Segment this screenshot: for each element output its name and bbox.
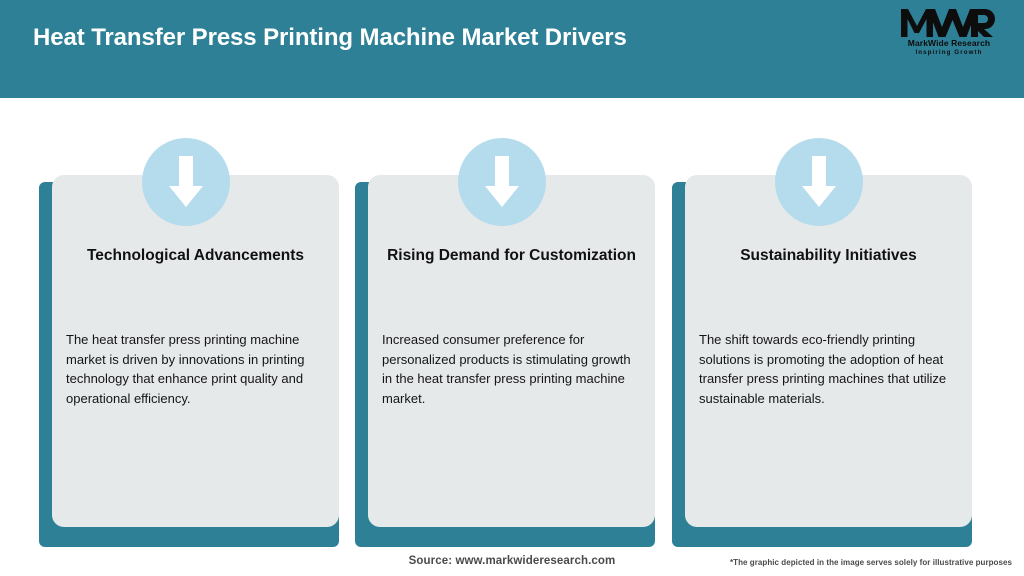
logo-tagline: Inspiring Growth xyxy=(915,49,983,56)
page-title: Heat Transfer Press Printing Machine Mar… xyxy=(33,24,627,51)
driver-card-2: Rising Demand for Customization Increase… xyxy=(355,138,655,547)
card-heading: Sustainability Initiatives xyxy=(740,247,917,264)
driver-card-1: Technological Advancements The heat tran… xyxy=(39,138,339,547)
page-header: Heat Transfer Press Printing Machine Mar… xyxy=(0,0,1024,98)
footer-source: Source: www.markwideresearch.com xyxy=(408,555,616,567)
logo-company-name: MarkWide Research xyxy=(907,38,991,48)
driver-card-3: Sustainability Initiatives The shift tow… xyxy=(672,138,972,547)
card-heading: Rising Demand for Customization xyxy=(387,247,636,264)
arrow-down-icon xyxy=(458,138,546,226)
drivers-card-row: Technological Advancements The heat tran… xyxy=(0,98,1024,548)
card-panel: Sustainability Initiatives The shift tow… xyxy=(685,175,972,527)
card-body-text: Increased consumer preference for person… xyxy=(382,332,631,406)
logo-mark-icon xyxy=(896,8,1002,38)
arrow-down-icon xyxy=(775,138,863,226)
arrow-down-icon xyxy=(142,138,230,226)
footer-disclaimer: *The graphic depicted in the image serve… xyxy=(729,558,1012,567)
card-body-text: The shift towards eco-friendly printing … xyxy=(699,332,947,406)
card-panel: Technological Advancements The heat tran… xyxy=(52,175,339,527)
card-body-text: The heat transfer press printing machine… xyxy=(66,332,305,406)
card-heading: Technological Advancements xyxy=(86,247,305,264)
card-panel: Rising Demand for Customization Increase… xyxy=(368,175,655,527)
brand-logo: MarkWide Research Inspiring Growth xyxy=(896,8,1002,62)
